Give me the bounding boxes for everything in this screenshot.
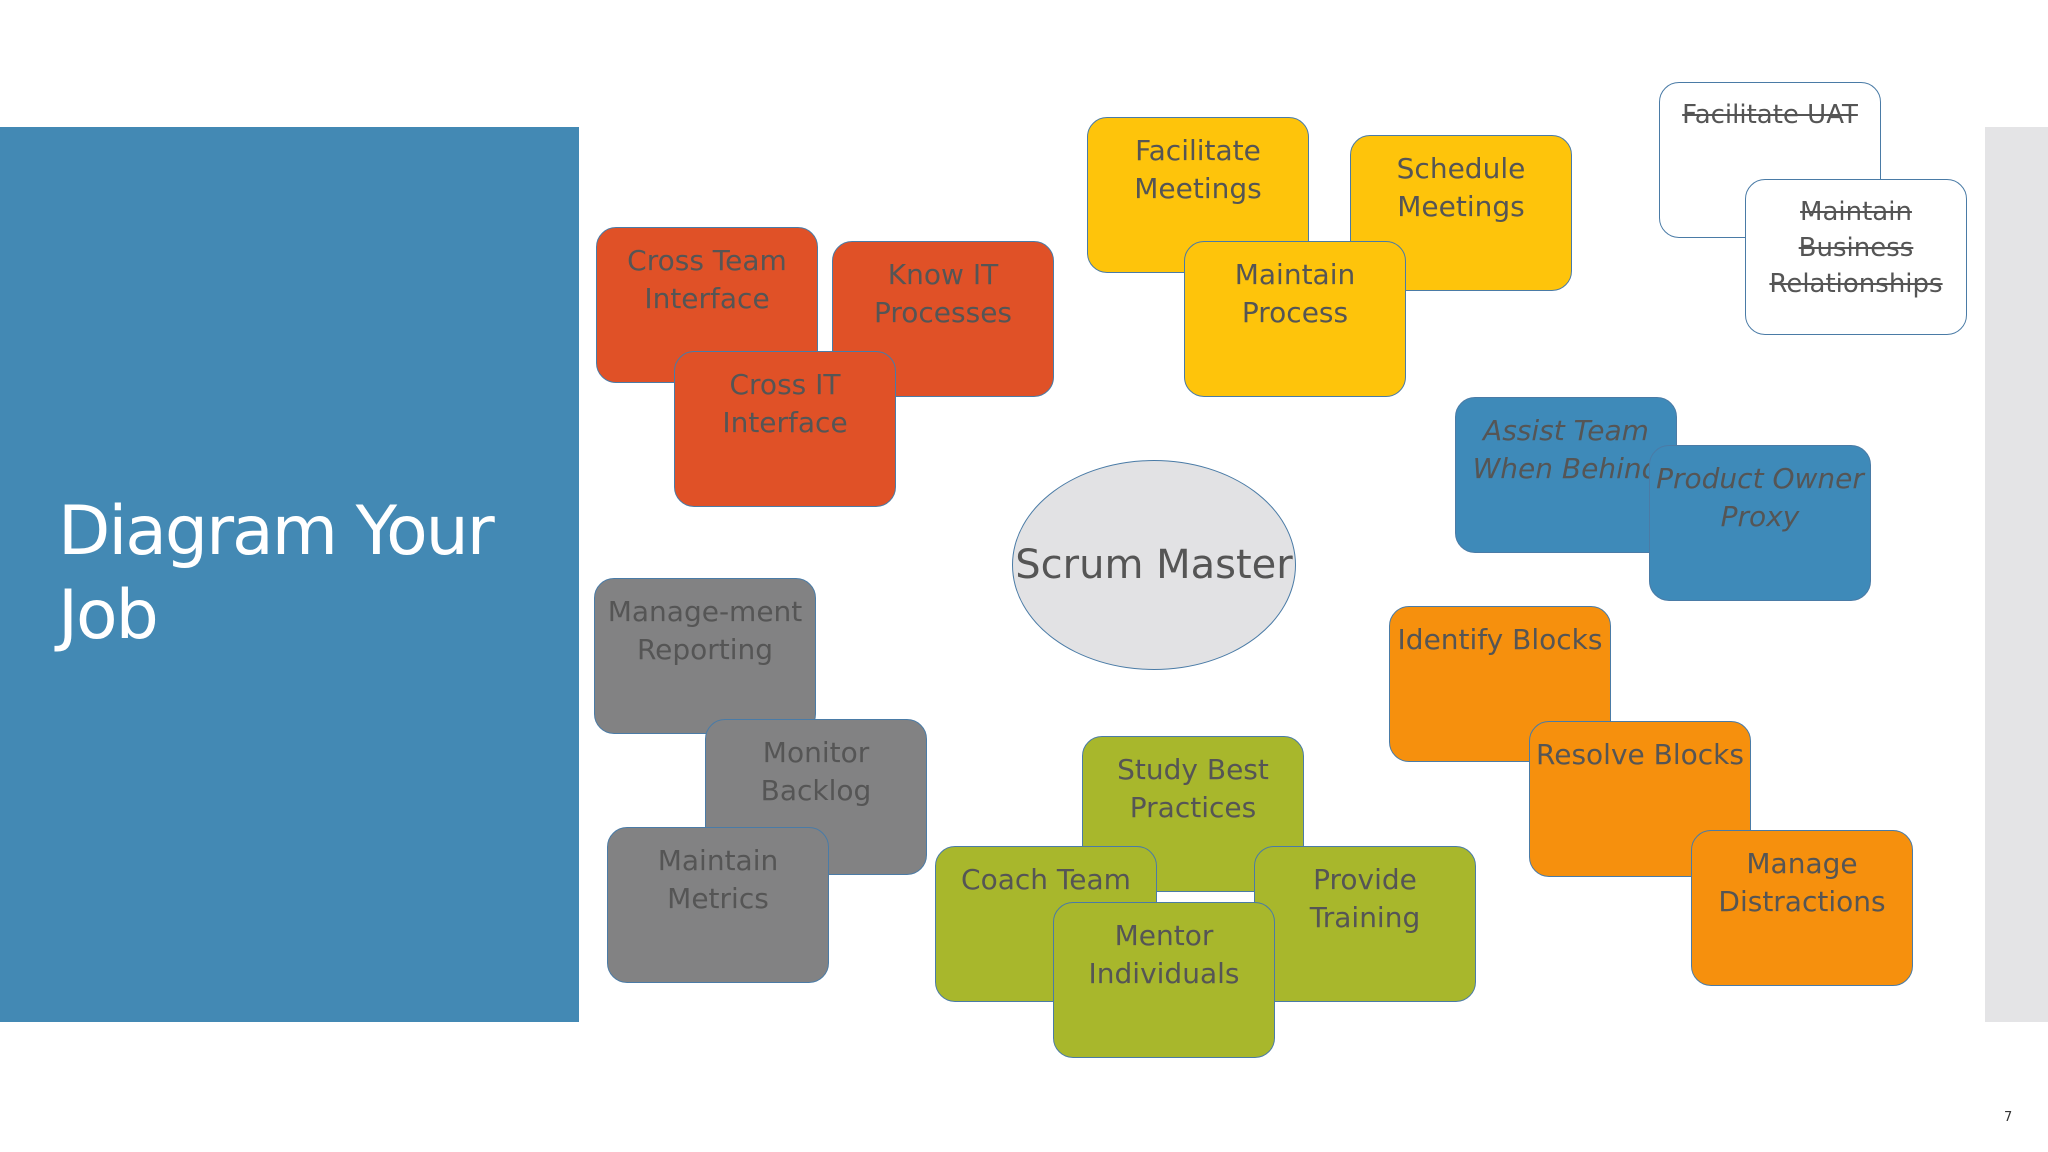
box-assist-team-when-behind: Assist Team When Behind <box>1455 397 1677 553</box>
box-maintain-metrics: Maintain Metrics <box>607 827 829 983</box>
box-cross-it-interface: Cross IT Interface <box>674 351 896 507</box>
box-manage-distractions: Manage Distractions <box>1691 830 1913 986</box>
box-cross-team-interface: Cross Team Interface <box>596 227 818 383</box>
box-mentor-individuals: Mentor Individuals <box>1053 902 1275 1058</box>
title-panel <box>0 127 579 1022</box>
slide-title: Diagram Your Job <box>58 492 495 655</box>
box-management-reporting: Manage-ment Reporting <box>594 578 816 734</box>
box-maintain-business-relationships: Maintain Business Relationships <box>1745 179 1967 335</box>
box-provide-training: Provide Training <box>1254 846 1476 1002</box>
scrum-master-ellipse: Scrum Master <box>1012 460 1296 670</box>
right-strip <box>1985 127 2048 1022</box>
page-number: 7 <box>2004 1110 2013 1125</box>
box-know-it-processes: Know IT Processes <box>832 241 1054 397</box>
box-product-owner-proxy: Product Owner Proxy <box>1649 445 1871 601</box>
box-maintain-process: Maintain Process <box>1184 241 1406 397</box>
